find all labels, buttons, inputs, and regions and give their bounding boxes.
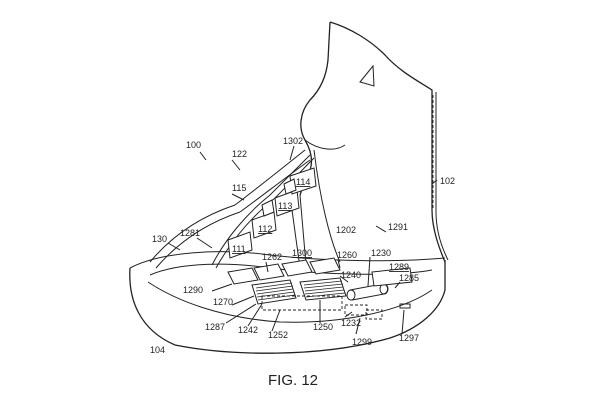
label-1289: 1289 — [389, 262, 409, 272]
label-1287: 1287 — [205, 322, 225, 332]
figure-caption: FIG. 12 — [268, 372, 318, 389]
label-1291: 1291 — [388, 222, 408, 232]
label-1250: 1250 — [313, 322, 333, 332]
label-113: 113 — [278, 201, 292, 211]
eyelet-panel-111 — [227, 231, 253, 259]
label-1260: 1260 — [337, 250, 357, 260]
label-1252: 1252 — [268, 330, 288, 340]
label-115: 115 — [232, 183, 246, 193]
hatched-strip-left — [251, 279, 297, 305]
upper-shell — [299, 21, 449, 263]
label-1202: 1202 — [336, 225, 356, 235]
label-114: 114 — [296, 177, 310, 187]
label-112: 112 — [258, 224, 272, 234]
label-1230: 1230 — [371, 248, 391, 258]
internal-strap — [291, 149, 341, 269]
label-130: 130 — [152, 234, 167, 244]
label-122: 122 — [232, 149, 247, 159]
label-1297: 1297 — [399, 333, 419, 343]
label-1290: 1290 — [183, 285, 203, 295]
label-1232: 1232 — [341, 318, 361, 328]
label-102: 102 — [440, 176, 455, 186]
label-1262: 1262 — [262, 252, 282, 262]
label-104: 104 — [150, 345, 165, 355]
label-1299: 1299 — [352, 337, 372, 347]
eyelet-panels — [227, 167, 317, 259]
tongue-collar — [149, 149, 311, 269]
label-1270: 1270 — [213, 297, 233, 307]
leader-lines — [167, 145, 438, 335]
battery-box — [371, 267, 413, 287]
tension-assembly — [227, 257, 413, 320]
label-100: 100 — [186, 140, 201, 150]
label-1281: 1281 — [180, 228, 200, 238]
motor-1230 — [346, 283, 389, 301]
label-1300: 1300 — [292, 248, 312, 258]
hatched-strip-right — [299, 277, 347, 301]
label-111: 111 — [232, 244, 246, 254]
label-1242: 1242 — [238, 325, 258, 335]
reference-labels: 100 122 115 1302 102 114 113 112 111 130… — [150, 136, 455, 355]
label-1285: 1285 — [399, 273, 419, 283]
label-1240: 1240 — [341, 270, 361, 280]
label-1302: 1302 — [283, 136, 303, 146]
